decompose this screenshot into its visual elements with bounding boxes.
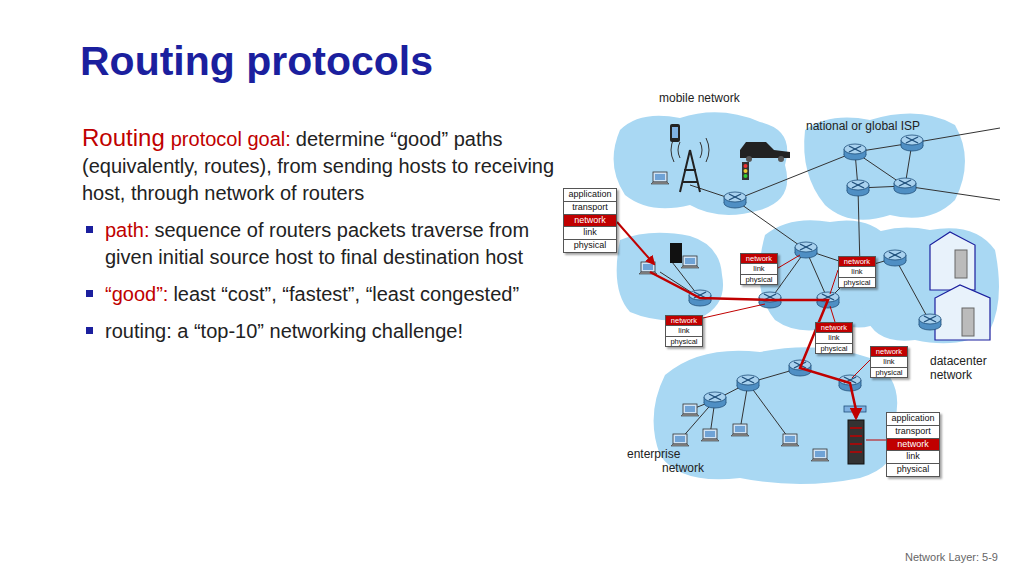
computer xyxy=(701,429,719,441)
router xyxy=(704,392,726,408)
server xyxy=(848,420,864,464)
layer-label: application xyxy=(886,412,940,426)
layer-label: physical xyxy=(838,277,876,288)
computer xyxy=(671,434,689,446)
computer xyxy=(781,434,799,446)
lamp xyxy=(744,164,748,168)
laptop xyxy=(681,256,699,268)
router xyxy=(894,178,916,194)
body-phrase: “good”: xyxy=(105,283,168,305)
mobile-cloud xyxy=(614,112,788,215)
car xyxy=(740,142,790,158)
body-phrase: sequence of routers packets traverse fro… xyxy=(105,219,529,268)
bullet-item: “good”:least “cost”, “fastest”, “least c… xyxy=(82,281,560,308)
region-label: mobile network xyxy=(659,91,779,105)
cell-tower xyxy=(680,150,700,192)
isp-cloud xyxy=(804,114,965,220)
phone xyxy=(670,124,680,142)
layer-label: transport xyxy=(563,201,617,215)
bullet-item: path:sequence of routers packets travers… xyxy=(82,217,560,271)
leader-line xyxy=(778,255,800,268)
leader-line xyxy=(866,440,886,441)
server-slots xyxy=(850,428,862,452)
layer-label: physical xyxy=(870,367,908,378)
devices xyxy=(639,124,990,464)
router xyxy=(884,250,906,266)
region-label: datacenter network xyxy=(930,354,994,382)
layer-label: physical xyxy=(815,343,853,354)
leader-line xyxy=(852,360,870,378)
link-wire xyxy=(700,250,955,322)
protocol-stack: networklinkphysical xyxy=(665,315,703,347)
body-phrase: routing: a “top-10” networking challenge… xyxy=(105,320,463,342)
computer xyxy=(731,424,749,436)
region-label: national or global ISP xyxy=(806,119,966,133)
datacenter-building xyxy=(930,232,975,290)
layer-label: transport xyxy=(886,425,940,439)
traffic-light xyxy=(742,162,749,180)
layer-label: physical xyxy=(886,463,940,477)
body-phrase: Routing xyxy=(82,124,165,151)
protocol-stack: networklinkphysical xyxy=(815,322,853,354)
wheel xyxy=(778,156,784,162)
network-clouds xyxy=(614,112,999,484)
leader-line xyxy=(830,306,835,322)
phone-screen xyxy=(672,127,678,138)
link-wire xyxy=(660,262,856,440)
layer-label: network xyxy=(563,214,617,228)
layer-label: network xyxy=(886,438,940,452)
server-rack xyxy=(955,250,967,278)
router xyxy=(724,192,746,208)
computer xyxy=(811,449,829,461)
route-path xyxy=(617,222,886,440)
body-text: Routingprotocol goal:determine “good” pa… xyxy=(82,124,560,355)
protocol-stack: networklinkphysical xyxy=(838,256,876,288)
link-wire xyxy=(855,128,1000,200)
layer-label: application xyxy=(563,188,617,202)
body-phrase: least “cost”, “fastest”, “least congeste… xyxy=(173,283,519,305)
protocol-stack: networklinkphysical xyxy=(740,253,778,285)
datacenter-building xyxy=(935,285,990,340)
leader-line xyxy=(830,270,838,294)
datacenter-cloud xyxy=(857,228,999,344)
laptop xyxy=(639,262,657,274)
server-rack xyxy=(962,308,974,336)
page-number: Network Layer: 5-9 xyxy=(905,550,1020,564)
router xyxy=(919,314,941,330)
wheel xyxy=(746,156,752,162)
links xyxy=(660,128,1000,440)
router xyxy=(847,180,869,196)
lamp xyxy=(744,169,748,173)
layer-label: physical xyxy=(563,239,617,253)
laptop xyxy=(651,172,669,184)
body-phrase: path: xyxy=(105,219,149,241)
router xyxy=(737,375,759,391)
protocol-stack: applicationtransportnetworklinkphysical xyxy=(563,188,617,253)
protocol-stack: networklinkphysical xyxy=(870,346,908,378)
region-label: enterprise network xyxy=(627,447,722,475)
bullet-item: routing: a “top-10” networking challenge… xyxy=(82,318,560,345)
routers xyxy=(689,135,941,408)
computer xyxy=(681,404,699,416)
link-wire xyxy=(690,152,860,268)
leader-arrow xyxy=(617,222,654,264)
layer-label: link xyxy=(563,226,617,240)
slide-title: Routing protocols xyxy=(80,38,433,85)
leader-line xyxy=(703,304,765,318)
body-phrase: protocol goal: xyxy=(171,128,291,150)
layer-label: link xyxy=(886,450,940,464)
fridge xyxy=(670,243,682,263)
home-cloud xyxy=(617,233,723,321)
lamp xyxy=(744,174,748,178)
route-line xyxy=(650,272,856,418)
paragraph: Routingprotocol goal:determine “good” pa… xyxy=(82,124,560,207)
layer-label: physical xyxy=(665,336,703,347)
protocol-stack: applicationtransportnetworklinkphysical xyxy=(886,412,940,477)
router xyxy=(901,135,923,151)
layer-label: physical xyxy=(740,274,778,285)
router xyxy=(844,144,866,160)
